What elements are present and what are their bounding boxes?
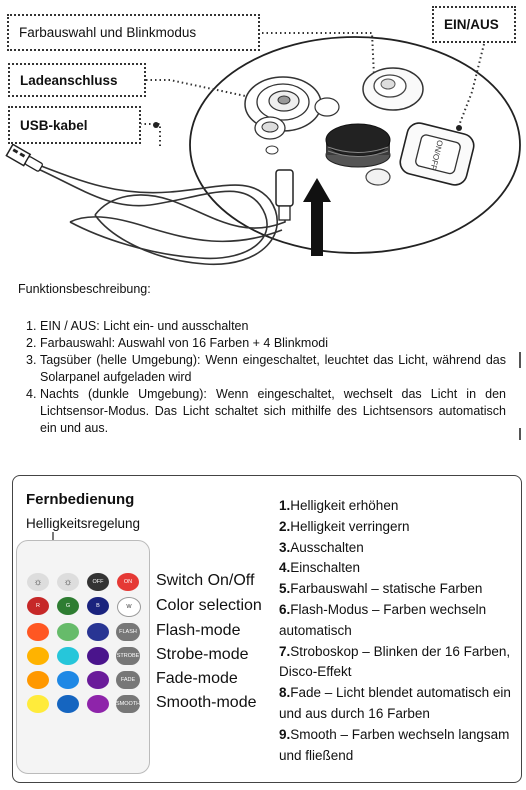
light-sensor-drawing xyxy=(325,123,391,186)
smooth-button[interactable]: SMOOTH xyxy=(116,695,140,713)
description-item-text: Nachts (dunkle Umgebung): Wenn eingescha… xyxy=(40,387,506,435)
color-button[interactable] xyxy=(57,623,79,641)
remote-function-number: 2. xyxy=(279,518,291,534)
remote-function-text: Helligkeit erhöhen xyxy=(290,498,399,513)
callout-fade: Fade-mode xyxy=(156,670,238,687)
remote-function-number: 8. xyxy=(279,685,291,701)
description-item: 3.Tagsüber (helle Umgebung): Wenn einges… xyxy=(26,352,506,386)
mode-button-drawing xyxy=(362,67,424,111)
remote-function-number: 9. xyxy=(279,726,291,742)
callout-strobe: Strobe-mode xyxy=(156,646,249,663)
remote-function-item: 2.Helligkeit verringern xyxy=(279,517,517,538)
remote-function-number: 7. xyxy=(279,643,291,659)
color-button[interactable] xyxy=(87,647,109,665)
description-item-number: 1. xyxy=(26,319,37,333)
color-button[interactable] xyxy=(87,623,109,641)
remote-function-number: 4. xyxy=(279,560,291,576)
description-item-number: 2. xyxy=(26,336,37,350)
color-button[interactable] xyxy=(57,647,79,665)
color-button[interactable] xyxy=(87,671,109,689)
margin-mark xyxy=(519,428,521,440)
remote-function-text: Stroboskop – Blinken der 16 Farben, Disc… xyxy=(279,643,511,680)
remote-function-number: 1. xyxy=(279,498,291,513)
color-button[interactable] xyxy=(27,623,49,641)
blue-button[interactable]: B xyxy=(87,597,109,615)
remote-function-item: 3.Ausschalten xyxy=(279,538,517,559)
remote-function-text: Ausschalten xyxy=(290,539,364,555)
cable-plug-drawing xyxy=(275,169,294,221)
color-button[interactable] xyxy=(87,695,109,713)
remote-function-text: Helligkeit verringern xyxy=(290,518,410,534)
remote-panel xyxy=(12,475,522,783)
remote-function-number: 3. xyxy=(279,539,291,555)
margin-mark xyxy=(519,352,521,368)
remote-function-item: 7.Stroboskop – Blinken der 16 Farben, Di… xyxy=(279,642,517,684)
description-item: 4.Nachts (dunkle Umgebung): Wenn eingesc… xyxy=(26,386,506,437)
green-button[interactable]: G xyxy=(57,597,79,615)
brightness-down-icon[interactable]: ☼ xyxy=(57,573,79,591)
color-button[interactable] xyxy=(27,695,49,713)
remote-function-item: 5.Farbauswahl – statische Farben xyxy=(279,579,517,600)
label-on-off: EIN/AUS xyxy=(432,6,516,43)
callout-flash: Flash-mode xyxy=(156,622,241,639)
off-button[interactable]: OFF xyxy=(87,573,109,591)
label-charging-port: Ladeanschluss xyxy=(8,63,146,97)
color-button[interactable] xyxy=(57,671,79,689)
remote-title: Fernbedienung xyxy=(26,491,135,508)
white-button[interactable]: W xyxy=(117,597,141,617)
description-item-number: 3. xyxy=(26,353,37,367)
flash-button[interactable]: FLASH xyxy=(116,623,140,641)
description-title: Funktionsbeschreibung: xyxy=(18,282,151,296)
color-button[interactable] xyxy=(27,671,49,689)
remote-function-text: Farbauswahl – statische Farben xyxy=(290,581,483,597)
diagram-drawing: ON/OFF xyxy=(5,32,521,265)
brightness-label: Helligkeitsregelung xyxy=(26,516,141,531)
description-item-text: EIN / AUS: Licht ein- und ausschalten xyxy=(40,319,249,333)
remote-control: ☼ ☼ OFF ON R G B W FLASH STROBE FADE SMO… xyxy=(16,540,150,774)
description-item: 2.Farbauswahl: Auswahl von 16 Farben + 4… xyxy=(26,335,506,352)
remote-function-number: 6. xyxy=(279,601,291,617)
charging-port-drawing xyxy=(244,76,340,155)
on-button[interactable]: ON xyxy=(117,573,139,591)
usb-plug-drawing xyxy=(5,143,43,172)
callout-smooth: Smooth-mode xyxy=(156,694,257,711)
label-color-mode: Farbauswahl und Blinkmodus xyxy=(7,14,260,51)
red-button[interactable]: R xyxy=(27,597,49,615)
usb-cable-drawing xyxy=(35,163,286,265)
description-item: 1.EIN / AUS: Licht ein- und ausschalten xyxy=(26,318,506,335)
remote-function-item: 1.Helligkeit erhöhen xyxy=(279,496,517,517)
strobe-button[interactable]: STROBE xyxy=(116,647,140,665)
insert-arrow xyxy=(303,178,331,256)
brightness-up-icon[interactable]: ☼ xyxy=(27,573,49,591)
remote-function-text: Flash-Modus – Farben wechseln automatisc… xyxy=(279,601,487,638)
label-usb-cable: USB-kabel xyxy=(8,106,141,144)
remote-function-text: Smooth – Farben wechseln langsam und fli… xyxy=(279,726,510,763)
description-item-text: Farbauswahl: Auswahl von 16 Farben + 4 B… xyxy=(40,336,329,350)
description-item-text: Tagsüber (helle Umgebung): Wenn eingesch… xyxy=(40,353,506,384)
color-button[interactable] xyxy=(27,647,49,665)
fade-button[interactable]: FADE xyxy=(116,671,140,689)
color-button[interactable] xyxy=(57,695,79,713)
remote-function-text: Fade – Licht blendet automatisch ein und… xyxy=(279,685,511,721)
on-off-switch-drawing: ON/OFF xyxy=(399,122,475,186)
callout-color: Color selection xyxy=(156,597,262,614)
leader-lines xyxy=(140,32,485,146)
callout-switch: Switch On/Off xyxy=(156,572,255,589)
remote-function-item: 4.Einschalten xyxy=(279,558,517,579)
description-item-number: 4. xyxy=(26,387,37,401)
remote-function-number: 5. xyxy=(279,581,291,597)
remote-function-item: 6.Flash-Modus – Farben wechseln automati… xyxy=(279,600,517,642)
product-diagram: ON/OFF Farbauswahl und Blinkmodus Ladea xyxy=(0,0,526,270)
remote-function-item: 9.Smooth – Farben wechseln langsam und f… xyxy=(279,725,517,767)
remote-function-item: 8.Fade – Licht blendet automatisch ein u… xyxy=(279,683,517,725)
remote-function-text: Einschalten xyxy=(290,560,361,576)
